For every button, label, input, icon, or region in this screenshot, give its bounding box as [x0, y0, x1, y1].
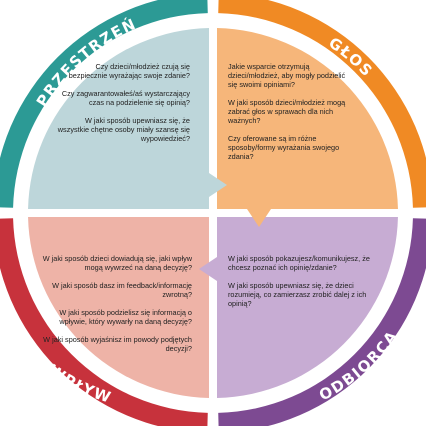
question-glos-3: Czy oferowane są im różne sposoby/formy …: [228, 134, 340, 161]
quadrant-wplyw: [28, 217, 210, 398]
quadrant-przestrzen: [28, 28, 210, 210]
question-przestrzen-2: Czy zagwarantowałeś/aś wystarczający cza…: [61, 89, 190, 107]
questions-glos: Jakie wsparcie otrzymują dzieci/młodzież…: [228, 62, 350, 170]
question-wplyw-4: W jaki sposób wyjaśnisz im powody podjęt…: [43, 335, 192, 353]
quadrant-glos: [217, 28, 398, 210]
question-wplyw-1: W jaki sposób dzieci dowiadują się, jaki…: [42, 254, 192, 272]
questions-odbiorca: W jaki sposób pokazujesz/komunikujesz, ż…: [228, 254, 370, 317]
questions-wplyw: W jaki sposób dzieci dowiadują się, jaki…: [34, 254, 192, 362]
questions-przestrzen: Czy dzieci/młodzież czują się bezpieczni…: [56, 62, 190, 152]
question-glos-1: Jakie wsparcie otrzymują dzieci/młodzież…: [228, 62, 346, 89]
ring-segment-wplyw: [0, 218, 208, 426]
question-glos-2: W jaki sposób dzieci/młodzież mogą zabra…: [228, 98, 346, 125]
ring-segment-odbiorca: [218, 218, 426, 426]
ring-segment-glos: [218, 0, 426, 208]
question-wplyw-2: W jaki sposób dasz im feedback/informacj…: [52, 281, 192, 299]
quadrant-odbiorca: [217, 217, 398, 398]
question-wplyw-3: W jaki sposób podzielisz się informacją …: [59, 308, 192, 326]
arrow-przestrzen-to-glos: [209, 173, 227, 197]
question-odbiorca-1: W jaki sposób pokazujesz/komunikujesz, ż…: [228, 254, 370, 272]
question-odbiorca-2: W jaki sposób upewniasz się, że dzieci r…: [228, 281, 367, 308]
question-przestrzen-3: W jaki sposób upewniasz się, że wszystki…: [57, 116, 190, 143]
ring-segment-przestrzen: [0, 0, 208, 208]
arrow-odbiorca-to-wplyw: [199, 257, 217, 281]
question-przestrzen-1: Czy dzieci/młodzież czują się bezpieczni…: [68, 62, 190, 80]
arrow-glos-to-odbiorca: [247, 209, 271, 227]
